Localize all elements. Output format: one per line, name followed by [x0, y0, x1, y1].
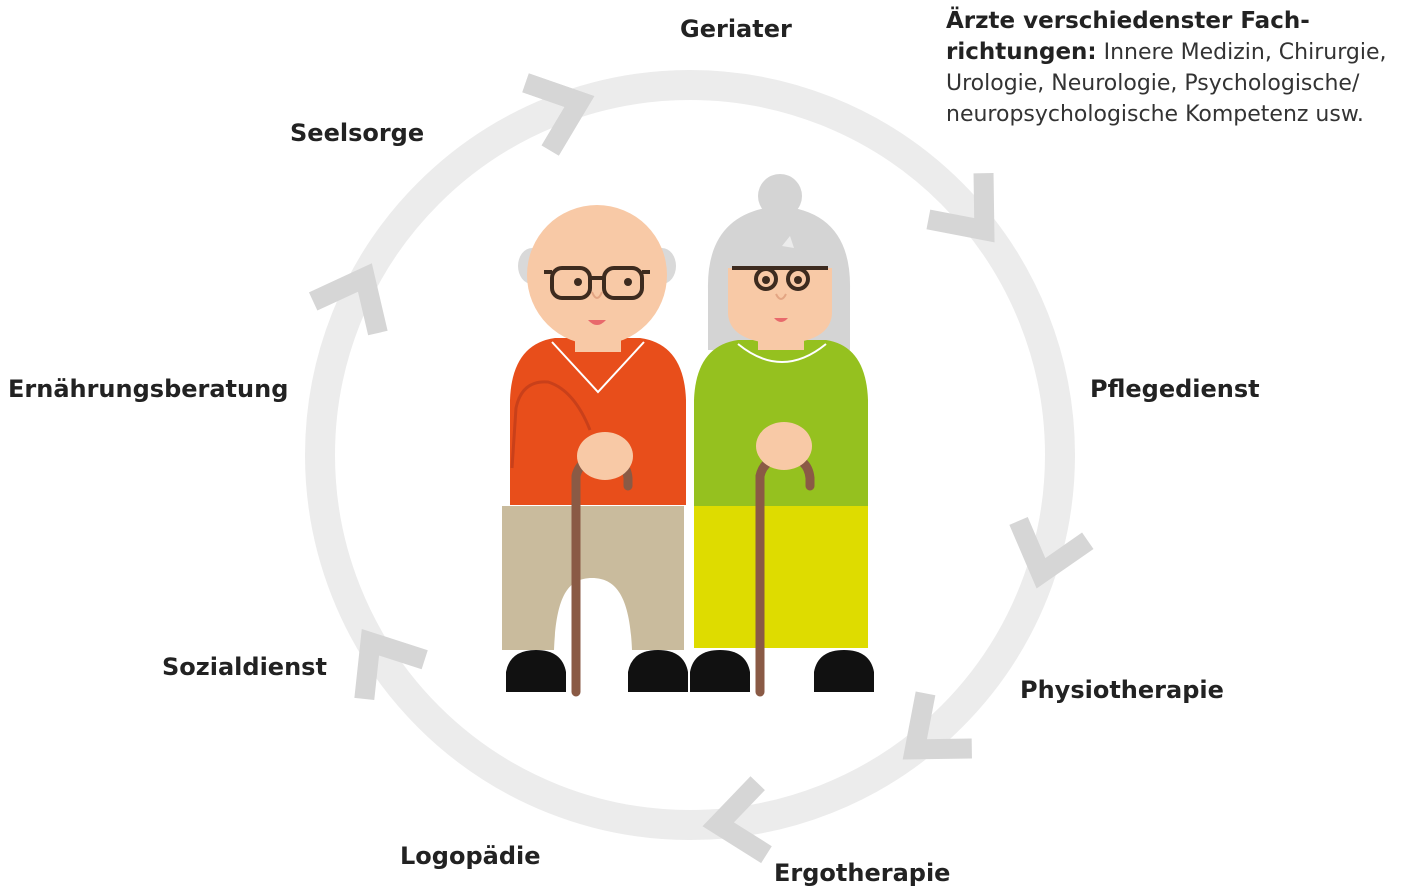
man-nose [591, 291, 603, 299]
woman-skirt [694, 506, 868, 648]
label-logopaedie: Logopädie [400, 842, 541, 870]
label-pflegedienst: Pflegedienst [1090, 375, 1260, 403]
man-eye-right [624, 278, 632, 286]
man-shoe-right [628, 650, 688, 692]
woman-mouth [774, 318, 788, 322]
woman-glasses [732, 266, 828, 291]
woman-hair-fringe [726, 230, 834, 268]
man-hand [577, 432, 633, 480]
woman-eye-left [762, 276, 770, 284]
aerzte-text-line3: neuropsychologische Kompetenz usw. [946, 102, 1364, 127]
aerzte-text-line1: Innere Medizin, Chirurgie, [1096, 40, 1387, 65]
man-head [527, 205, 667, 345]
woman-nose [775, 293, 787, 300]
cycle-arrows [308, 73, 1094, 864]
woman-hair-strand [782, 236, 794, 248]
woman-shoe-right [814, 650, 874, 692]
cycle-arrow-8 [522, 73, 595, 156]
woman-hand [756, 422, 812, 470]
man-shirt [510, 338, 686, 505]
man-arm [510, 380, 592, 469]
aerzte-title-line2: richtungen: [946, 39, 1097, 65]
cycle-arrow-4 [902, 691, 972, 760]
aerzte-text-line2: Urologie, Neurologie, Psychologische/ [946, 71, 1360, 96]
man-trousers [502, 506, 684, 650]
man-v-neck [551, 341, 645, 394]
label-sozialdienst: Sozialdienst [162, 653, 327, 681]
label-geriater: Geriater [680, 15, 792, 43]
woman-hair-bun [758, 174, 802, 218]
cycle-arrow-5 [702, 776, 772, 864]
man-eye-left [574, 278, 582, 286]
label-seelsorge: Seelsorge [290, 119, 425, 147]
woman-shoe-left [690, 650, 750, 692]
woman-eye-right [794, 276, 802, 284]
man-figure [502, 205, 688, 697]
man-shoe-left [506, 650, 566, 692]
aerzte-description: Ärzte verschiedenster Fach- richtungen: … [946, 6, 1406, 130]
man-mouth [588, 320, 606, 325]
man-glasses [544, 266, 650, 300]
cycle-arrow-2 [926, 173, 995, 243]
label-physiotherapie: Physiotherapie [1020, 676, 1224, 704]
cycle-arrow-6 [354, 628, 428, 701]
label-ernaehrungsberatung: Ernährungsberatung [8, 375, 289, 403]
cycle-ring [305, 70, 1075, 840]
woman-collar [737, 343, 827, 363]
woman-figure [690, 174, 874, 697]
aerzte-title-line1: Ärzte verschiedenster Fach- [946, 8, 1310, 34]
cycle-arrow-3 [1009, 516, 1094, 589]
cycle-arrow-7 [308, 263, 388, 336]
woman-face [728, 262, 832, 344]
label-ergotherapie: Ergotherapie [774, 859, 951, 887]
